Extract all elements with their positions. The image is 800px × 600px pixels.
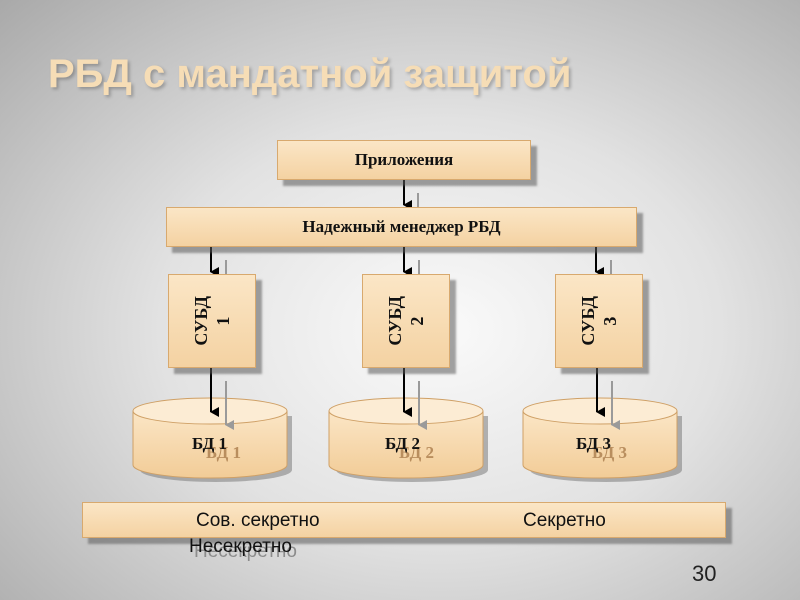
db-2-label: БД 2 [385, 434, 421, 453]
db-3-label: БД 3 [576, 434, 612, 453]
database-cylinder-3 [522, 397, 682, 482]
page-number: 30 [692, 561, 717, 586]
level-unclassified: Несекретно [189, 536, 292, 557]
db-1-label-shadow: БД 1 [206, 443, 242, 462]
trusted-manager-box: Надежный менеджер РБД [166, 207, 637, 247]
db-1-label: БД 1 [192, 434, 228, 453]
db-2-label-shadow: БД 2 [399, 443, 435, 462]
trusted-manager-label: Надежный менеджер РБД [302, 217, 501, 236]
level-unclassified-shadow: Несекретно [194, 541, 297, 562]
db-3-label-shadow: БД 3 [592, 443, 628, 462]
slide-title: РБД с мандатной защитой [48, 52, 572, 96]
applications-label: Приложения [354, 150, 454, 169]
applications-box: Приложения [277, 140, 531, 180]
level-secret: Секретно [523, 510, 606, 531]
level-top-secret: Сов. секретно [196, 510, 320, 531]
database-cylinder-1 [132, 397, 292, 482]
security-levels-band [82, 502, 726, 538]
